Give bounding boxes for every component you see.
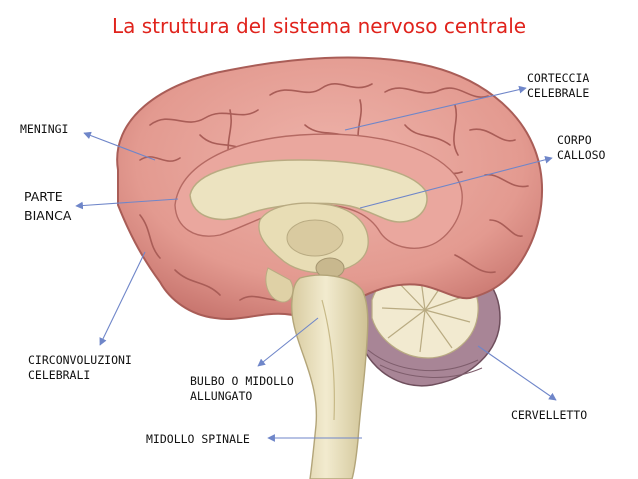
label-line: BIANCA — [24, 208, 72, 223]
diencephalon — [258, 202, 369, 303]
arrow-meningi — [83, 131, 156, 161]
label-meningi: MENINGI — [20, 122, 68, 137]
label-line: CERVELLETTO — [511, 408, 588, 422]
label-line: CORTECCIA — [527, 71, 590, 85]
label-circonvoluzioni-celebrali: CIRCONVOLUZIONI CELEBRALI — [28, 353, 132, 383]
label-line: CIRCONVOLUZIONI — [28, 353, 132, 367]
label-corpo-calloso: CORPO CALLOSO — [557, 133, 605, 163]
label-parte-bianca: PARTE BIANCA — [24, 187, 71, 225]
pointer-arrows — [75, 85, 557, 442]
arrow-corpo-calloso — [359, 156, 553, 209]
brainstem-spinal-cord — [290, 274, 369, 479]
label-line: MIDOLLO SPINALE — [146, 432, 250, 446]
label-line: CELEBRALE — [527, 86, 590, 100]
label-midollo-spinale: MIDOLLO SPINALE — [146, 432, 250, 447]
arrow-bulbo — [257, 317, 319, 367]
arrow-corteccia — [344, 85, 527, 131]
label-line: CELEBRALI — [28, 368, 91, 382]
label-line: CORPO — [557, 133, 592, 147]
label-cervelletto: CERVELLETTO — [511, 408, 587, 423]
page-title: La struttura del sistema nervoso central… — [111, 14, 527, 38]
arrow-cervelletto — [477, 345, 557, 401]
label-line: PARTE — [24, 189, 63, 204]
label-line: CALLOSO — [557, 148, 606, 162]
label-line: ALLUNGATO — [190, 389, 253, 403]
arrow-circonvoluzioni — [99, 251, 146, 346]
label-line: MENINGI — [20, 122, 69, 136]
label-bulbo-midollo-allungato: BULBO O MIDOLLO ALLUNGATO — [190, 374, 294, 404]
label-line: BULBO O MIDOLLO — [190, 374, 294, 388]
arrow-parte-bianca — [75, 198, 179, 210]
label-corteccia-celebrale: CORTECCIA CELEBRALE — [527, 71, 589, 101]
